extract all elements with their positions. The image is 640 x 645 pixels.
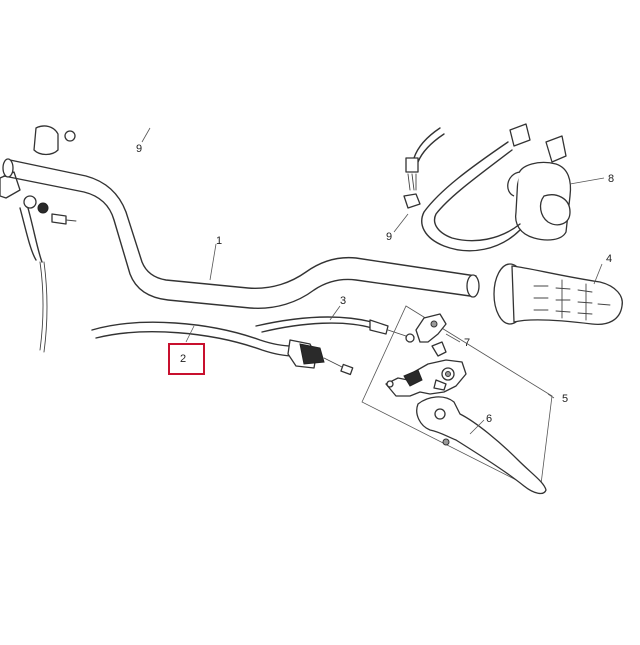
- grip-pattern: [533, 279, 611, 321]
- lever-assembly-outline: [361, 305, 553, 493]
- switch-housing: [421, 123, 572, 252]
- lever-clamp: [385, 359, 467, 397]
- handlebar: [2, 158, 480, 310]
- handlebar-grip: [493, 263, 623, 326]
- clutch-lever: [416, 396, 547, 495]
- throttle-cable: [255, 316, 415, 343]
- callouts: 1 2 3 4 5 6 7 8 9 9: [136, 143, 614, 425]
- label-8: 8: [608, 173, 614, 185]
- mirror-bolt-right: [403, 127, 445, 209]
- label-9b: 9: [386, 231, 392, 243]
- label-2: 2: [180, 353, 186, 365]
- leader-lines: [141, 127, 605, 435]
- label-9a: 9: [136, 143, 142, 155]
- highlight-box-part-2: [168, 343, 205, 375]
- label-3: 3: [340, 295, 346, 307]
- label-7: 7: [464, 337, 470, 349]
- lever-bracket: [415, 313, 447, 357]
- label-5: 5: [562, 393, 568, 405]
- clutch-cable: [91, 321, 354, 376]
- label-6: 6: [486, 413, 492, 425]
- label-4: 4: [606, 253, 612, 265]
- label-1: 1: [216, 235, 222, 247]
